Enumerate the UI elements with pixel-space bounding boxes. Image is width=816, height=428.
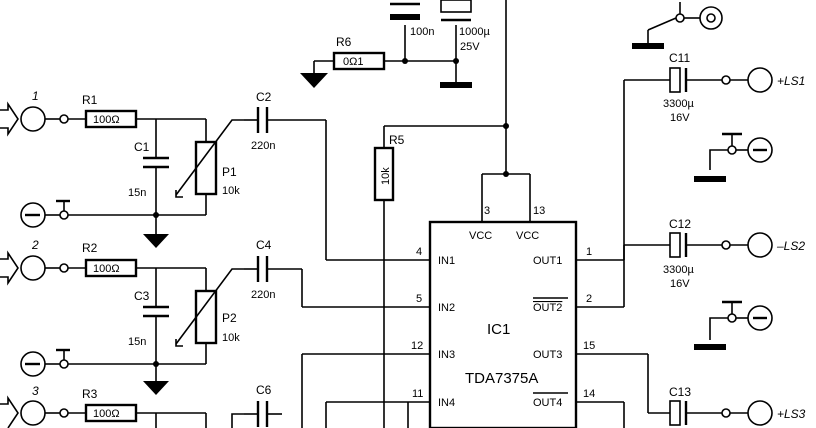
r2-value: 100Ω	[93, 263, 120, 275]
c12-ref: C12	[669, 217, 691, 231]
p2-wiper	[175, 268, 244, 345]
ic-out1-label: OUT1	[533, 255, 562, 267]
input-2-jack	[20, 255, 46, 281]
c1-ref: C1	[134, 140, 150, 154]
pin-out3-num: 15	[583, 340, 595, 352]
capacitor-1000u	[440, 0, 472, 13]
ic1-ref: IC1	[487, 321, 510, 338]
ic-in1-label: IN1	[438, 255, 455, 267]
r3-ref: R3	[82, 387, 98, 401]
r5-ref: R5	[389, 133, 405, 147]
output-ls1-jack	[747, 67, 773, 93]
ic-vcc2-label: VCC	[516, 230, 539, 242]
ground-symbol-1	[143, 234, 169, 248]
ic-in3-label: IN3	[438, 349, 455, 361]
input-channel-1: 1 R1 100Ω C1 15n P1 10k	[0, 89, 430, 261]
ground-bar-top	[440, 82, 472, 88]
ic-in2-label: IN2	[438, 302, 455, 314]
output-ls3-jack	[747, 400, 773, 426]
input-1-arrow	[0, 101, 19, 137]
c4-ref: C4	[256, 238, 272, 252]
r3-value: 100Ω	[93, 408, 120, 420]
c11-voltage: 16V	[670, 112, 690, 124]
pin-vcc1: 3	[484, 205, 490, 217]
ic1-part: TDA7375A	[465, 370, 538, 387]
r2-ref: R2	[82, 241, 98, 255]
input-3-jack	[20, 400, 46, 426]
c-100n-value: 100n	[410, 26, 434, 38]
input-channel-2: 2 R2 100Ω C3 15n P2 10k	[0, 238, 430, 395]
ground-symbol-2	[143, 381, 169, 395]
c12-value: 3300µ	[663, 264, 694, 276]
input-channel-3: 3 R3 100Ω C6	[0, 353, 430, 428]
ic-out2-label: OUT2	[533, 302, 562, 314]
input-3-arrow	[0, 395, 19, 428]
capacitor-c12	[669, 232, 681, 258]
ic1-tda7375a: VCC VCC IC1 TDA7375A IN1 IN2 IN3 IN4 OUT…	[411, 220, 595, 428]
ic-out4-label: OUT4	[533, 397, 562, 409]
pin-vcc2: 13	[533, 205, 545, 217]
p2-ref: P2	[222, 311, 237, 325]
ground-bar-ls1	[694, 176, 726, 182]
c11-ref: C11	[669, 51, 690, 65]
c-1000u-voltage: 25V	[460, 41, 480, 53]
capacitor-c11	[669, 67, 681, 93]
c12-voltage: 16V	[670, 278, 690, 290]
pin-out2-num: 2	[586, 293, 592, 305]
capacitor-100n	[390, 14, 420, 20]
output-ls2-jack	[747, 232, 773, 258]
output-ls1-label: +LS1	[777, 74, 805, 88]
output-ls2-label: –LS2	[776, 239, 805, 253]
c6-ref: C6	[256, 383, 272, 397]
ic-in4-label: IN4	[438, 397, 455, 409]
pot-p1	[194, 140, 218, 196]
pot-p2	[194, 289, 218, 345]
pin-in3-num: 12	[411, 340, 423, 352]
c1-value: 15n	[128, 187, 146, 199]
p1-ref: P1	[222, 165, 237, 179]
c3-value: 15n	[128, 336, 146, 348]
input-1-label: 1	[32, 89, 39, 103]
input-2-arrow	[0, 250, 19, 286]
p1-value: 10k	[222, 185, 240, 197]
p2-value: 10k	[222, 332, 240, 344]
pin-in4-num: 11	[412, 388, 423, 400]
r1-value: 100Ω	[93, 114, 120, 126]
input-1-jack	[20, 106, 46, 132]
output-ls3-label: +LS3	[777, 407, 806, 421]
input-2-label: 2	[31, 238, 39, 252]
ic1-body	[428, 220, 578, 428]
ground-symbol-top	[300, 73, 328, 88]
pin-in2-num: 5	[416, 293, 422, 305]
input-3-label: 3	[32, 384, 39, 398]
r1-ref: R1	[82, 93, 98, 107]
p1-wiper	[175, 119, 244, 196]
c4-value: 220n	[251, 289, 275, 301]
output-section: C11 3300µ 16V +LS1 C12 3300µ 16V –LS2	[576, 2, 806, 428]
c13-ref: C13	[669, 385, 691, 399]
supply-ground-bar	[632, 43, 664, 49]
pin-in1-num: 4	[416, 246, 422, 258]
c2-value: 220n	[251, 140, 275, 152]
pin-out4-num: 14	[583, 388, 595, 400]
r5-value: 10k	[380, 167, 392, 185]
c-1000u-value: 1000µ	[459, 26, 490, 38]
capacitor-c13	[669, 400, 681, 426]
pin-out1-num: 1	[586, 246, 592, 258]
r6-value: 0Ω1	[343, 56, 363, 68]
supply-section: R6 0Ω1 100n 1000µ 25V 3 13 R5 10k	[300, 0, 545, 428]
ic-out3-label: OUT3	[533, 349, 562, 361]
c11-value: 3300µ	[663, 98, 694, 110]
c3-ref: C3	[134, 289, 150, 303]
supply-terminal	[699, 6, 723, 30]
r6-ref: R6	[336, 35, 352, 49]
ground-bar-ls2	[694, 344, 726, 350]
ic-vcc1-label: VCC	[469, 230, 492, 242]
c2-ref: C2	[256, 90, 272, 104]
